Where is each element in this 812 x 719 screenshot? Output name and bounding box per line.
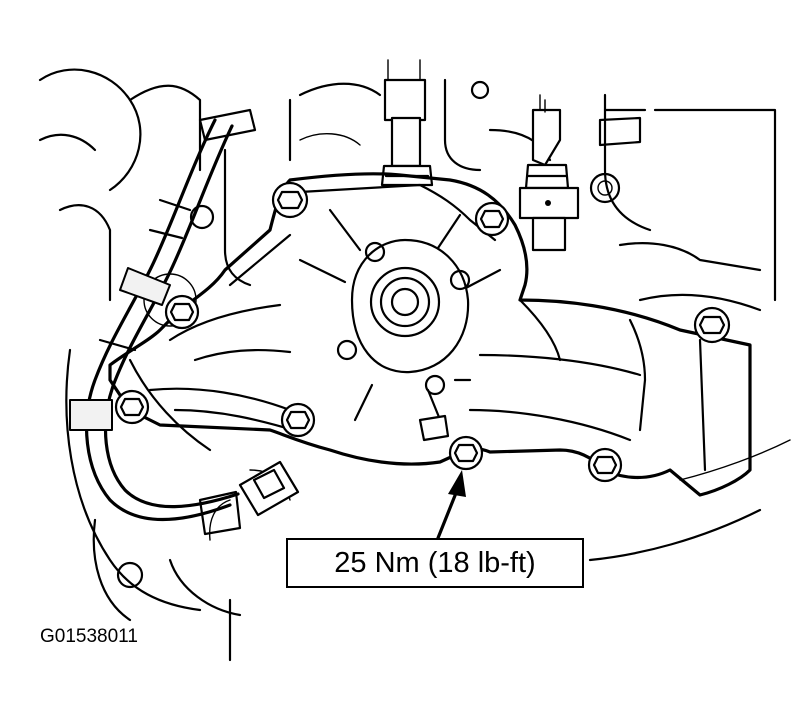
electrical-connector xyxy=(208,460,300,541)
bolt-icon xyxy=(164,294,200,330)
bolt-icon xyxy=(271,181,309,219)
bolt-icon xyxy=(474,201,510,237)
impeller-hub xyxy=(298,208,502,442)
bolt-icon xyxy=(280,402,316,438)
wiring-harness xyxy=(69,108,257,536)
figure-id-label: G01538011 xyxy=(40,626,138,647)
engine-block-background xyxy=(38,68,791,662)
bolt-icon xyxy=(693,306,731,344)
heater-hose-fitting xyxy=(380,59,434,187)
pump-bolts xyxy=(114,181,731,483)
bolt-icon xyxy=(114,389,150,425)
bolt-icon xyxy=(587,447,623,483)
hose-clamp-icon xyxy=(589,108,647,204)
torque-specification-label: 25 Nm (18 lb-ft) xyxy=(286,538,584,588)
arrow-up-icon xyxy=(436,470,466,540)
bolt-icon xyxy=(448,435,484,471)
temperature-sensor-icon xyxy=(518,99,580,252)
